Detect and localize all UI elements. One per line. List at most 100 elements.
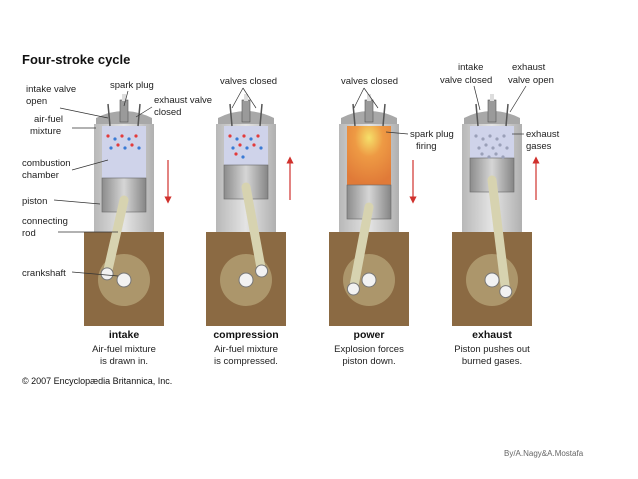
mixture-dot [495, 137, 499, 141]
stage-title-compression: compression [213, 329, 278, 341]
crank-pin [100, 267, 114, 281]
spark-plug-tip [367, 94, 371, 101]
spark-plug [119, 99, 129, 123]
exhaust-valve [382, 103, 386, 127]
mixture-dot [120, 134, 124, 138]
mixture-dot [501, 155, 505, 159]
combustion-chamber [347, 126, 391, 185]
mixture-dot [252, 143, 256, 147]
intake-valve [229, 103, 233, 127]
label-combustion-chamber: combustion chamber [22, 158, 73, 181]
mixture-dot [505, 146, 509, 150]
mixture-dot [242, 134, 246, 138]
label-exhaust-valve-open: exhaust valve open [508, 62, 554, 86]
mixture-dot [130, 143, 134, 147]
mixture-dot [123, 146, 127, 150]
mixture-dot [494, 152, 498, 156]
mixture-dot [474, 134, 478, 138]
diagram-title: Four-stroke cycle [22, 52, 130, 67]
mixture-dot [256, 134, 260, 138]
stage-desc-intake: is drawn in. [100, 356, 148, 367]
mixture-dot [127, 137, 131, 141]
exhaust-valve [259, 103, 263, 127]
mixture-dot [113, 137, 117, 141]
label-exhaust-valve-closed: exhaust valve closed [154, 95, 215, 118]
stage-title-power: power [354, 329, 385, 341]
crank-pin [346, 282, 360, 296]
engine-power [329, 94, 417, 326]
label-piston: piston [22, 196, 47, 207]
spark-plug-tip [490, 94, 494, 101]
connecting-rod [348, 202, 374, 294]
exhaust-valve [505, 103, 509, 127]
mixture-dot [234, 152, 238, 156]
author-credit: By/A.Nagy&A.Mostafa [504, 449, 584, 458]
stage-desc-compression: is compressed. [214, 356, 278, 367]
copyright: © 2007 Encyclopædia Britannica, Inc. [22, 376, 172, 386]
label-valves-closed-power: valves closed [341, 76, 398, 87]
mixture-dot [488, 134, 492, 138]
mixture-dot [502, 134, 506, 138]
spark-plug [364, 99, 374, 123]
crank-pin [255, 264, 269, 278]
spark-plug-tip [122, 94, 126, 101]
intake-valve [107, 103, 111, 127]
connecting-rod [102, 195, 129, 279]
engine-compression [206, 94, 294, 326]
mixture-dot [487, 155, 491, 159]
mixture-dot [484, 143, 488, 147]
engine-intake [84, 94, 172, 326]
label-intake-valve-closed: intake valve closed [440, 62, 492, 86]
mixture-dot [249, 137, 253, 141]
combustion-chamber [470, 126, 514, 158]
label-spark-plug: spark plug [110, 80, 154, 91]
label-crankshaft: crankshaft [22, 268, 66, 279]
mixture-dot [241, 155, 245, 159]
mixture-dot [245, 146, 249, 150]
label-air-fuel-mixture: air-fuel mixture [30, 114, 66, 137]
intake-valve [352, 103, 356, 127]
stage-desc-intake: Air-fuel mixture [92, 344, 156, 355]
label-valves-closed-compression: valves closed [220, 76, 277, 87]
mixture-dot [491, 146, 495, 150]
stage-desc-exhaust: burned gases. [462, 356, 522, 367]
stage-title-intake: intake [109, 329, 140, 341]
connecting-rod [241, 182, 267, 276]
stage-desc-power: piston down. [342, 356, 395, 367]
engine-exhaust [452, 94, 540, 326]
mixture-dot [238, 143, 242, 147]
mixture-dot [106, 134, 110, 138]
stage-desc-compression: Air-fuel mixture [214, 344, 278, 355]
mixture-dot [498, 143, 502, 147]
crankshaft-main [484, 272, 500, 288]
crankshaft-main [238, 272, 254, 288]
combustion-chamber [102, 126, 146, 178]
mixture-dot [134, 134, 138, 138]
stage-desc-power: Explosion forces [334, 344, 404, 355]
combustion-chamber [224, 126, 268, 165]
leader-lines [53, 85, 527, 277]
mixture-dot [231, 146, 235, 150]
label-connecting-rod: connecting rod [22, 216, 71, 239]
mixture-dot [116, 143, 120, 147]
label-spark-plug-firing: spark plug firing [410, 129, 456, 152]
connecting-rod [487, 175, 511, 297]
label-exhaust-gases: exhaust gases [526, 129, 562, 152]
mixture-dot [228, 134, 232, 138]
mixture-dot [481, 137, 485, 141]
mixture-dot [480, 152, 484, 156]
stage-desc-exhaust: Piston pushes out [454, 344, 530, 355]
crankshaft-main [361, 272, 377, 288]
spark-plug [241, 99, 251, 123]
crankshaft-main [116, 272, 132, 288]
crank-pin [499, 285, 513, 299]
stage-title-exhaust: exhaust [472, 329, 512, 341]
mixture-dot [137, 146, 141, 150]
mixture-dot [109, 146, 113, 150]
mixture-dot [477, 146, 481, 150]
spark-plug [487, 99, 497, 123]
piston [101, 177, 147, 213]
intake-valve [475, 103, 479, 127]
callout-labels: intake valve open spark plug exhaust val… [22, 62, 562, 279]
